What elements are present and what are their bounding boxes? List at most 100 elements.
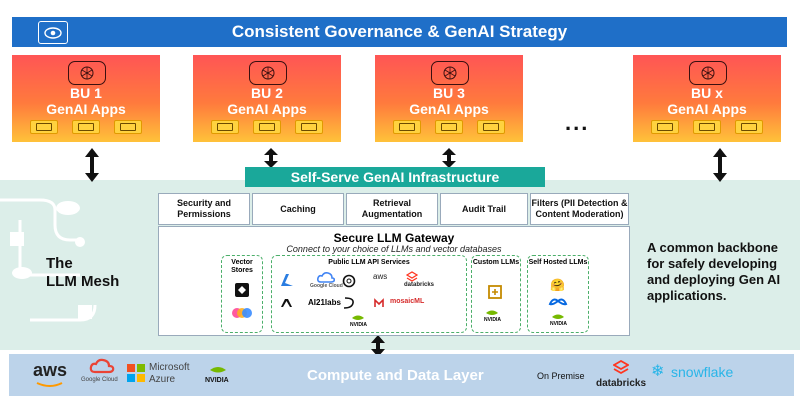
app-window-icon	[253, 120, 281, 134]
nvidia-eye-icon	[486, 310, 499, 315]
vector-db-icon	[235, 283, 249, 297]
databricks-label: databricks	[404, 282, 435, 288]
nvidia-eye-icon	[352, 315, 365, 320]
mesh-title-line1: The	[46, 255, 73, 272]
bu-subtitle: GenAI Apps	[667, 101, 747, 117]
app-window-icon	[435, 120, 463, 134]
ai21-logo: AI21labs	[308, 298, 341, 307]
custom-llms-box: Custom LLMs NVIDIA	[471, 255, 521, 333]
mesh-title-line2: LLM Mesh	[46, 273, 120, 290]
eye-icon	[38, 21, 68, 44]
backbone-description: A common backbone for safely developing …	[647, 240, 781, 303]
more-units-ellipsis: ...	[565, 110, 590, 135]
bu-subtitle: GenAI Apps	[46, 101, 126, 117]
google-cloud-logo: Google Cloud	[310, 272, 343, 289]
llm-mesh-title: The LLM Mesh	[46, 255, 119, 291]
bu-card-x: BU x GenAI Apps	[633, 55, 781, 142]
azure-logo-icon	[281, 274, 293, 286]
self-serve-infra-banner: Self-Serve GenAI Infrastructure	[245, 167, 545, 187]
double-arrow-icon	[371, 335, 385, 357]
mesh-node	[12, 267, 32, 279]
mosaic-label: mosaicML	[390, 298, 425, 305]
mesh-node	[10, 232, 24, 246]
app-window-icon	[30, 120, 58, 134]
network-brain-icon	[431, 61, 469, 85]
nvidia-eye-icon	[210, 367, 226, 373]
on-premise-label: On Premise	[537, 371, 585, 381]
app-window-icon	[72, 120, 100, 134]
nvidia-logo: NVIDIA	[350, 313, 367, 328]
component-filters: Filters (PII Detection & Content Moderat…	[530, 193, 629, 225]
public-llm-apis-box: Public LLM API Services Google Cloud aws…	[271, 255, 467, 333]
aws-smile-icon	[36, 382, 63, 387]
bu-name: BU x	[691, 85, 723, 101]
app-window-icon	[295, 120, 323, 134]
component-retrieval: Retrieval Augmentation	[346, 193, 438, 225]
bu-subtitle: GenAI Apps	[409, 101, 489, 117]
google-cloud-icon	[317, 272, 336, 283]
aws-logo: aws	[373, 272, 388, 281]
double-arrow-icon	[713, 148, 727, 182]
vector-stores-box: Vector Stores	[221, 255, 263, 333]
app-window-icon	[114, 120, 142, 134]
nvidia-logo: NVIDIA	[550, 312, 567, 327]
governance-banner: Consistent Governance & GenAI Strategy	[12, 17, 787, 47]
mesh-node	[75, 237, 85, 247]
mosaic-logo-icon	[374, 298, 384, 307]
app-window-icon	[651, 120, 679, 134]
hugging-face-icon: 🤗	[550, 278, 565, 292]
bu-card-2: BU 2 GenAI Apps	[193, 55, 341, 142]
double-arrow-icon	[442, 148, 456, 168]
vector-db-icon	[232, 308, 252, 318]
compute-title: Compute and Data Layer	[307, 367, 484, 384]
mesh-network-graphic	[0, 198, 97, 322]
double-arrow-icon	[85, 148, 99, 182]
app-window-icon	[735, 120, 763, 134]
component-caching: Caching	[252, 193, 344, 225]
bu-subtitle: GenAI Apps	[227, 101, 307, 117]
network-brain-icon	[689, 61, 727, 85]
microsoft-label: Microsoft	[149, 362, 190, 373]
nvidia-eye-icon	[552, 314, 565, 319]
app-window-icon	[477, 120, 505, 134]
anthropic-logo-icon	[281, 299, 292, 307]
component-audit-trail: Audit Trail	[440, 193, 528, 225]
snowflake-label: snowflake	[671, 364, 734, 380]
mesh-node	[78, 305, 92, 319]
bu-card-1: BU 1 GenAI Apps	[12, 55, 160, 142]
databricks-logo-icon	[406, 271, 418, 282]
secure-llm-gateway: Secure LLM Gateway Connect to your choic…	[158, 226, 630, 336]
mesh-node	[56, 201, 80, 215]
azure-label: Azure	[149, 374, 176, 385]
aws-logo: aws	[33, 360, 68, 380]
bu-card-3: BU 3 GenAI Apps	[375, 55, 523, 142]
compute-data-layer: Compute and Data Layer aws Google Cloud …	[9, 354, 794, 396]
app-window-icon	[393, 120, 421, 134]
infra-title: Self-Serve GenAI Infrastructure	[290, 169, 500, 185]
databricks-logo-icon	[613, 360, 629, 375]
component-security: Security and Permissions	[158, 193, 250, 225]
gateway-title: Secure LLM Gateway	[333, 231, 455, 245]
stability-logo-icon	[343, 297, 354, 309]
google-cloud-label: Google Cloud	[81, 377, 118, 383]
nvidia-label: NVIDIA	[205, 377, 229, 384]
google-cloud-icon	[89, 358, 115, 374]
double-arrow-icon	[264, 148, 278, 168]
app-window-icon	[211, 120, 239, 134]
databricks-label: databricks	[596, 378, 647, 389]
custom-llm-icon	[488, 285, 502, 299]
openai-logo-icon	[342, 274, 356, 288]
snowflake-icon: ❄	[651, 363, 665, 380]
gateway-subtitle: Connect to your choice of LLMs and vecto…	[286, 244, 502, 254]
meta-logo-icon	[548, 298, 568, 306]
microsoft-logo-icon	[127, 364, 145, 382]
nvidia-logo: NVIDIA	[484, 308, 501, 323]
self-hosted-llms-box: Self Hosted LLMs 🤗 NVIDIA	[527, 255, 589, 333]
bu-name: BU 2	[251, 85, 283, 101]
network-brain-icon	[249, 61, 287, 85]
bu-name: BU 1	[70, 85, 102, 101]
governance-title: Consistent Governance & GenAI Strategy	[231, 22, 568, 41]
bu-name: BU 3	[433, 85, 465, 101]
network-brain-icon	[68, 61, 106, 85]
app-window-icon	[693, 120, 721, 134]
